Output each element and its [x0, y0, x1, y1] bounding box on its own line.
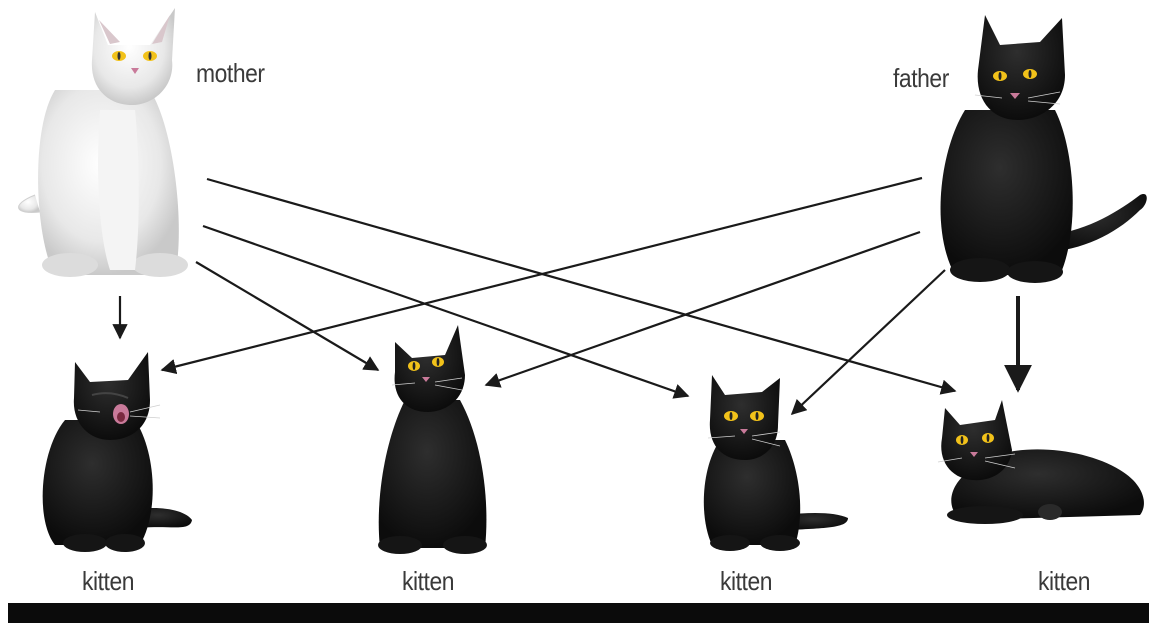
- father-cat-illustration: [940, 15, 1147, 283]
- kitten-4-illustration: [937, 400, 1144, 524]
- kitten-1-illustration: [42, 352, 192, 552]
- arrow-father-to-kitten-1: [160, 176, 923, 375]
- arrow-mother-to-kitten-4: [206, 177, 957, 395]
- kitten-3-illustration: [703, 375, 848, 551]
- bottom-bar: [8, 603, 1149, 623]
- kitten-1-label: kitten: [82, 566, 135, 596]
- kitten-2-illustration: [378, 325, 487, 554]
- arrow-father-to-kitten-2: [484, 230, 921, 388]
- arrow-mother-to-kitten-2: [195, 261, 380, 371]
- arrow-mother-to-kitten-3: [202, 224, 690, 399]
- kitten-3-label: kitten: [720, 566, 773, 596]
- father-label: father: [893, 63, 949, 93]
- kitten-2-label: kitten: [402, 566, 455, 596]
- mother-cat-illustration: [18, 8, 188, 277]
- arrow-father-to-kitten-3: [790, 269, 946, 416]
- mother-label: mother: [196, 58, 265, 88]
- kitten-4-label: kitten: [1038, 566, 1091, 596]
